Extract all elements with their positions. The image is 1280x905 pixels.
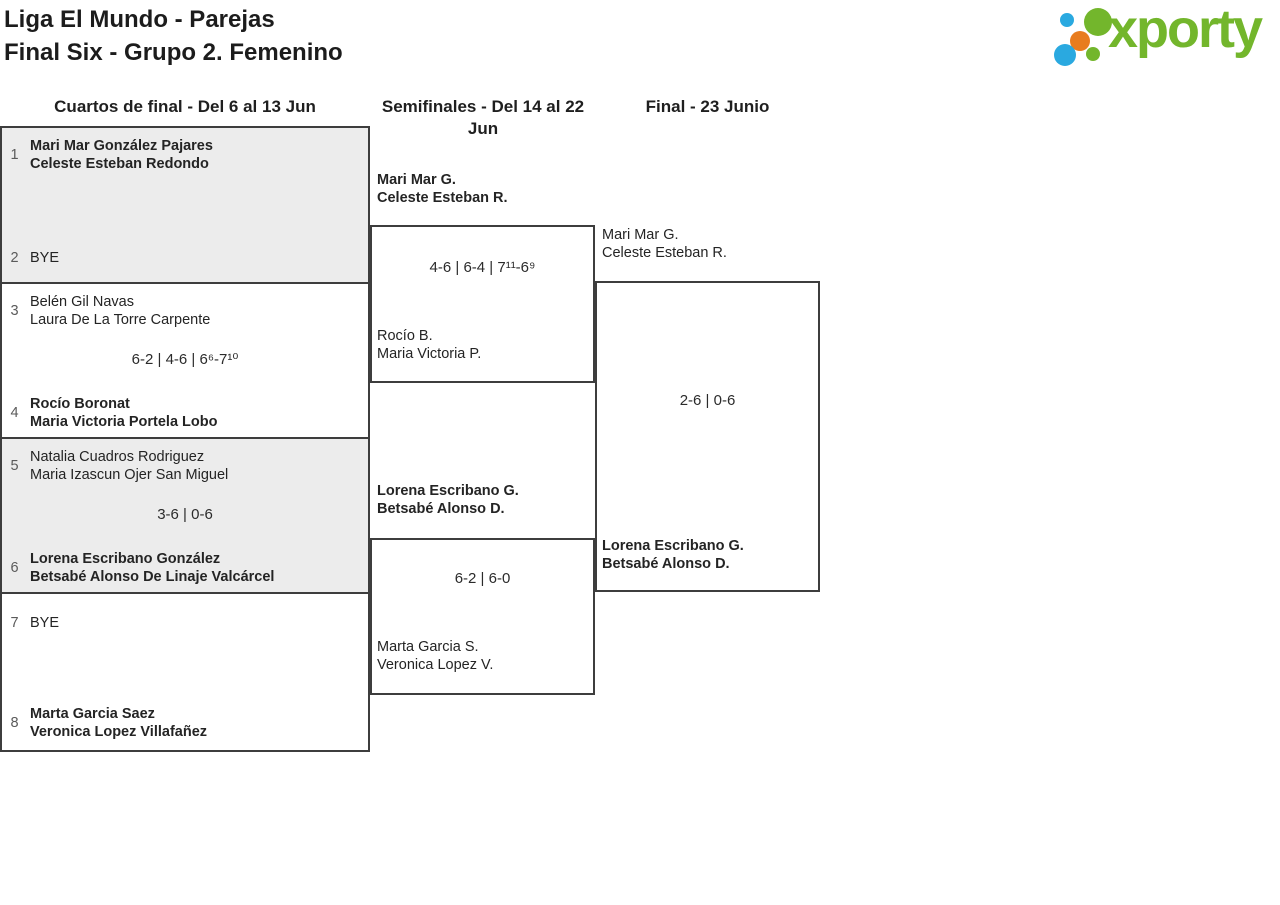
team-name: Belén Gil Navas Laura De La Torre Carpen… xyxy=(30,293,210,329)
team-name-line: Rocío B. xyxy=(377,328,433,344)
seed-number: 2 xyxy=(10,250,19,266)
team-name-line: Celeste Esteban R. xyxy=(602,245,727,261)
team-name: Lorena Escribano González Betsabé Alonso… xyxy=(30,550,274,586)
match-score: 6-2 | 4-6 | 6⁶-7¹⁰ xyxy=(131,351,239,368)
team-name: BYE xyxy=(30,614,59,632)
team-row: 2 BYE xyxy=(8,249,59,267)
seed-number: 7 xyxy=(10,615,19,631)
round-header-final: Final - 23 Junio xyxy=(645,97,770,116)
round-header-semifinales: Semifinales - Del 14 al 22 Jun xyxy=(381,97,585,138)
seed-number: 1 xyxy=(10,147,19,163)
team-name: Rocío Boronat Maria Victoria Portela Lob… xyxy=(30,395,217,431)
sf1-winner-name: Mari Mar G. Celeste Esteban R. xyxy=(377,171,508,207)
team-name-line: Mari Mar G. xyxy=(602,227,679,243)
team-name: Mari Mar González Pajares Celeste Esteba… xyxy=(30,137,213,173)
seed-number: 3 xyxy=(10,303,19,319)
xporty-wordmark: xporty xyxy=(1108,0,1263,59)
title-line-1: Liga El Mundo - Parejas xyxy=(4,6,275,33)
team-name-line: Marta Garcia S. xyxy=(377,639,479,655)
team-name-line: Celeste Esteban R. xyxy=(377,190,508,206)
team-name-line: Rocío Boronat xyxy=(30,396,130,412)
team-name: Marta Garcia Saez Veronica Lopez Villafa… xyxy=(30,705,207,741)
team-row: 7 BYE xyxy=(8,614,59,632)
seed-number: 5 xyxy=(10,458,19,474)
team-name-line: BYE xyxy=(30,250,60,266)
team-name-line: Mari Mar G. xyxy=(377,172,456,188)
sf-match-1: 4-6 | 6-4 | 7¹¹-6⁹ Rocío B. Maria Victor… xyxy=(370,225,595,383)
team-row: 6 Lorena Escribano González Betsabé Alon… xyxy=(8,550,274,586)
sf-match-2: 6-2 | 6-0 Marta Garcia S. Veronica Lopez… xyxy=(370,538,595,695)
team-name-line: Belén Gil Navas xyxy=(30,294,134,310)
logo-dot-icon xyxy=(1054,44,1076,66)
team-name-line: Marta Garcia Saez xyxy=(30,706,155,722)
qf-match-3: 5 Natalia Cuadros Rodriguez Maria Izascu… xyxy=(0,437,370,594)
team-row: 8 Marta Garcia Saez Veronica Lopez Villa… xyxy=(8,705,207,741)
team-name-line: Betsabé Alonso D. xyxy=(602,556,730,572)
team-row: 5 Natalia Cuadros Rodriguez Maria Izascu… xyxy=(8,448,228,484)
final-winner-name: Lorena Escribano G. Betsabé Alonso D. xyxy=(602,537,744,573)
team-row: 3 Belén Gil Navas Laura De La Torre Carp… xyxy=(8,293,210,329)
team-row: 1 Mari Mar González Pajares Celeste Este… xyxy=(8,137,213,173)
title-line-2: Final Six - Grupo 2. Femenino xyxy=(4,39,343,66)
seed-number: 8 xyxy=(10,715,19,731)
match-score: 2-6 | 0-6 xyxy=(679,392,736,409)
logo-dot-icon xyxy=(1084,8,1112,36)
logo-dot-icon xyxy=(1060,13,1074,27)
seed-number: 4 xyxy=(10,405,19,421)
team-name-line: Celeste Esteban Redondo xyxy=(30,156,209,172)
sf1-loser-name: Rocío B. Maria Victoria P. xyxy=(377,327,481,363)
final-match: 2-6 | 0-6 Lorena Escribano G. Betsabé Al… xyxy=(595,281,820,592)
team-row: 4 Rocío Boronat Maria Victoria Portela L… xyxy=(8,395,217,431)
sf2-loser-name: Marta Garcia S. Veronica Lopez V. xyxy=(377,638,493,674)
team-name-line: Maria Victoria P. xyxy=(377,346,482,362)
qf-match-2: 3 Belén Gil Navas Laura De La Torre Carp… xyxy=(0,282,370,439)
final-top-team-name: Mari Mar G. Celeste Esteban R. xyxy=(602,226,727,262)
qf-match-1: 1 Mari Mar González Pajares Celeste Este… xyxy=(0,126,370,284)
team-name-line: Lorena Escribano G. xyxy=(377,483,519,499)
sf2-winner-name: Lorena Escribano G. Betsabé Alonso D. xyxy=(377,482,519,518)
seed-number: 6 xyxy=(10,560,19,576)
match-score: 6-2 | 6-0 xyxy=(454,570,511,587)
team-name-line: Veronica Lopez V. xyxy=(377,657,494,673)
logo-dot-icon xyxy=(1086,47,1100,61)
match-score: 4-6 | 6-4 | 7¹¹-6⁹ xyxy=(429,259,536,276)
team-name-line: Betsabé Alonso D. xyxy=(377,501,505,517)
xporty-logo[interactable]: xporty xyxy=(1048,0,1278,72)
logo-dot-icon xyxy=(1070,31,1090,51)
team-name-line: Mari Mar González Pajares xyxy=(30,138,213,154)
team-name: Natalia Cuadros Rodriguez Maria Izascun … xyxy=(30,448,228,484)
team-name-line: Lorena Escribano González xyxy=(30,551,221,567)
team-name-line: Lorena Escribano G. xyxy=(602,538,744,554)
qf-match-4: 7 BYE 8 Marta Garcia Saez Veronica Lopez… xyxy=(0,592,370,752)
team-name: BYE xyxy=(30,249,59,267)
team-name-line: Veronica Lopez Villafañez xyxy=(30,724,208,740)
team-name-line: BYE xyxy=(30,615,60,631)
team-name-line: Laura De La Torre Carpente xyxy=(30,312,211,328)
page-title: Liga El Mundo - Parejas Final Six - Grup… xyxy=(4,3,343,69)
team-name-line: Maria Victoria Portela Lobo xyxy=(30,414,218,430)
team-name-line: Maria Izascun Ojer San Miguel xyxy=(30,467,229,483)
round-header-cuartos: Cuartos de final - Del 6 al 13 Jun xyxy=(54,97,316,116)
team-name-line: Natalia Cuadros Rodriguez xyxy=(30,449,205,465)
match-score: 3-6 | 0-6 xyxy=(157,506,213,523)
team-name-line: Betsabé Alonso De Linaje Valcárcel xyxy=(30,569,275,585)
